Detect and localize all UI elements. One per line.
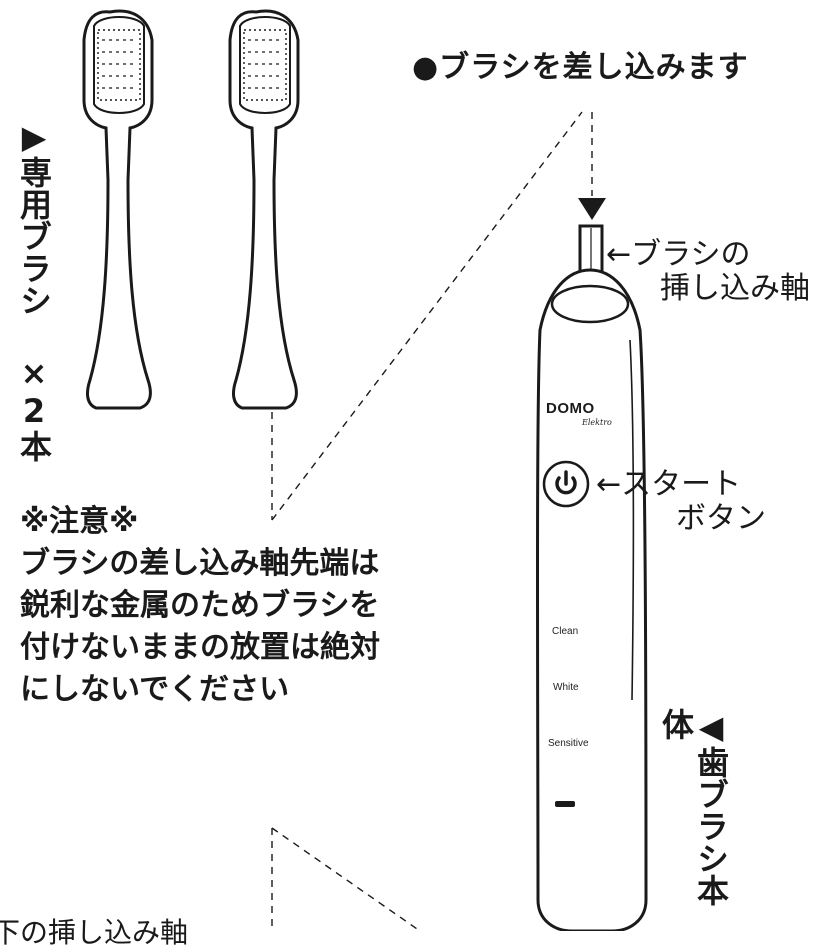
insertion-guide-lines: [271, 111, 593, 931]
toothbrush-body-label: ◀歯ブラシ本体: [657, 708, 730, 906]
notice-line-2: 鋭利な金属のためブラシを: [20, 588, 380, 623]
bottom-fragment-text: 下の挿し込み軸: [0, 916, 189, 949]
power-icon: [555, 470, 577, 495]
notice-title: ※注意※: [20, 504, 139, 539]
brush-head-1: [82, 9, 154, 410]
notice-line-1: ブラシの差し込み軸先端は: [20, 546, 380, 581]
mode-indicator-bar: [555, 801, 575, 807]
toothbrush-body: [536, 268, 648, 931]
shaft-callout-line2: 挿し込み軸: [660, 271, 810, 306]
mode-clean-label: Clean: [552, 626, 579, 637]
notice-line-3: 付けないままの放置は絶対: [20, 630, 380, 665]
page-heading: ●ブラシを差し込みます: [412, 50, 749, 85]
start-button: [542, 460, 590, 508]
start-callout-line1: ←スタート: [596, 467, 742, 502]
mode-white-label: White: [553, 682, 579, 693]
brand-sub: Elektro: [582, 418, 612, 427]
illustration: [82, 9, 648, 931]
shaft-callout-line1: ←ブラシの: [606, 237, 751, 272]
brush-head-2: [228, 9, 300, 410]
notice-line-4: にしないでください: [20, 672, 290, 707]
start-callout-line2: ボタン: [676, 501, 766, 536]
insert-arrow-icon: [578, 198, 606, 220]
brush-heads-label: ▶専用ブラシ ×2本: [15, 118, 53, 462]
brand-logo: DOMO: [546, 400, 595, 417]
mode-sensitive-label: Sensitive: [548, 738, 589, 749]
